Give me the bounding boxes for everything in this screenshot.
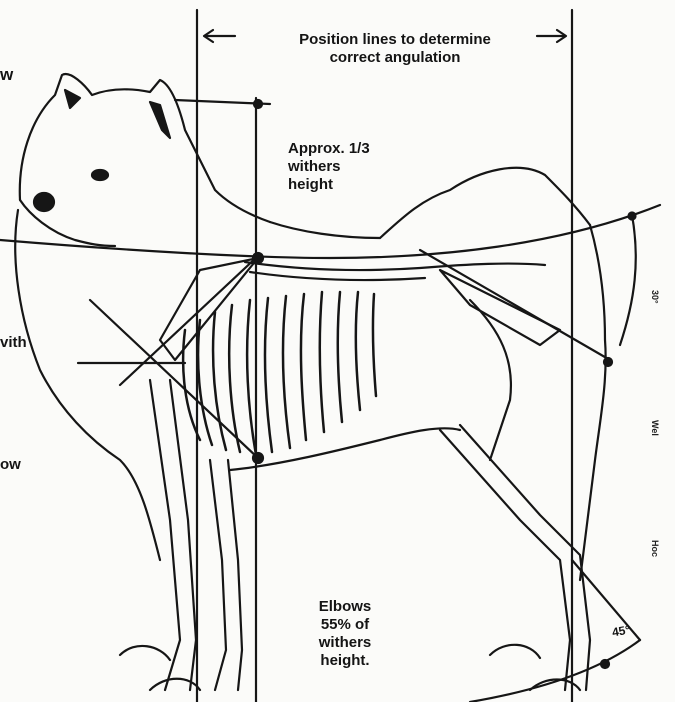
left-partial-with-label: vith bbox=[0, 334, 27, 352]
front-paws bbox=[120, 646, 200, 690]
withers-label-line2: withers bbox=[288, 158, 370, 176]
shoulder-angle-line bbox=[90, 300, 258, 458]
right-partial-30-label: 30° bbox=[649, 290, 660, 304]
withers-label: Approx. 1/3 withers height bbox=[288, 140, 370, 194]
hock-angle-label: 45° bbox=[611, 621, 632, 642]
scapula bbox=[160, 258, 258, 360]
dog-ear-inner bbox=[150, 102, 170, 138]
arrow-left-icon bbox=[204, 30, 235, 42]
upper-arm-line bbox=[120, 256, 258, 385]
position-lines-label: Position lines to determine correct angu… bbox=[265, 31, 525, 67]
left-partial-top-label: w bbox=[0, 66, 13, 84]
elbows-label-line2: 55% of bbox=[300, 616, 390, 634]
dog-muzzle-outline bbox=[20, 200, 115, 246]
pelvis-angle-line bbox=[420, 250, 610, 360]
dog-eye bbox=[92, 170, 108, 180]
backline-curve bbox=[0, 205, 660, 258]
withers-point bbox=[254, 100, 262, 108]
spine bbox=[245, 262, 545, 270]
right-partial-hoc-label: Hoc bbox=[649, 540, 660, 557]
withers-label-line3: height bbox=[288, 176, 370, 194]
dog-rear-outline bbox=[580, 225, 606, 580]
right-partial-wel-label: Wel bbox=[649, 420, 660, 436]
elbows-label-line3: withers bbox=[300, 634, 390, 652]
withers-label-line1: Approx. 1/3 bbox=[288, 140, 370, 158]
front-leg-right bbox=[210, 460, 226, 690]
arrow-right-icon bbox=[537, 30, 566, 42]
rear-leg bbox=[440, 430, 570, 690]
ribcage bbox=[183, 292, 376, 455]
elbows-label-line1: Elbows bbox=[300, 598, 390, 616]
position-lines-label-line2: correct angulation bbox=[265, 49, 525, 67]
dog-belly-outline bbox=[230, 428, 460, 470]
hip-point bbox=[604, 358, 612, 366]
left-partial-ow-label: ow bbox=[0, 456, 21, 474]
elbow-point bbox=[253, 453, 263, 463]
dog-chest-outline bbox=[15, 210, 160, 560]
dog-nose bbox=[34, 193, 54, 211]
croup-angle-arc bbox=[620, 215, 636, 345]
elbows-label-line4: height. bbox=[300, 652, 390, 670]
dog-head-outline bbox=[20, 74, 270, 222]
elbows-label: Elbows 55% of withers height. bbox=[300, 598, 390, 670]
position-lines-label-line1: Position lines to determine bbox=[265, 31, 525, 49]
pelvis bbox=[440, 270, 560, 345]
shoulder-point bbox=[253, 253, 263, 263]
